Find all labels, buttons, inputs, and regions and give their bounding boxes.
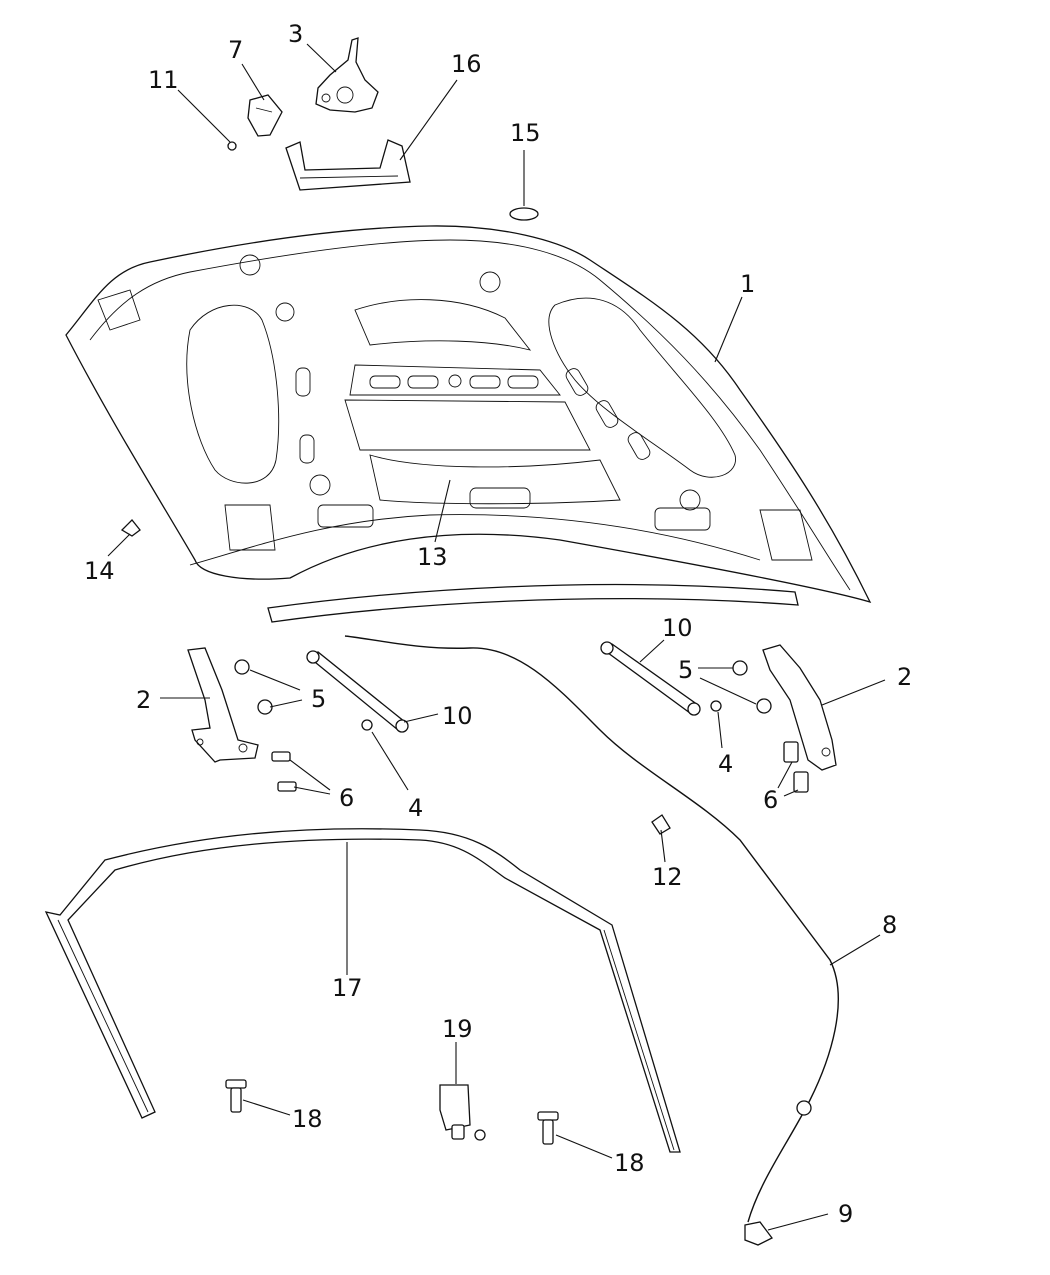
callout-labels: 1 2 2 3 4 4 5 5 6 6 7 8 9 10 10 11 12 13… [84, 20, 912, 1228]
hood-panel [65, 225, 872, 604]
push-pin-left [225, 1079, 247, 1113]
callout-6-left: 6 [339, 784, 354, 812]
plug [509, 207, 539, 221]
callout-9: 9 [838, 1200, 853, 1228]
nut-left-lower [257, 699, 273, 715]
callout-7: 7 [228, 36, 243, 64]
callout-12: 12 [652, 863, 683, 891]
callout-8: 8 [882, 911, 897, 939]
nut-left-upper [234, 659, 250, 675]
callout-15: 15 [510, 119, 541, 147]
release-cable [344, 635, 839, 1223]
hood-latch [315, 37, 379, 113]
callout-13: 13 [417, 543, 448, 571]
callout-2-left: 2 [136, 686, 151, 714]
bolt-left-upper [271, 751, 291, 762]
callout-6-right: 6 [763, 786, 778, 814]
callout-10-right: 10 [662, 614, 693, 642]
leader-lines [107, 43, 886, 1231]
callout-10-left: 10 [442, 702, 473, 730]
right-gas-strut [600, 641, 701, 716]
callout-4-right: 4 [718, 750, 733, 778]
cable-clip [651, 814, 671, 835]
callout-2-right: 2 [897, 663, 912, 691]
nut-right-upper [732, 660, 748, 676]
retainer [439, 1084, 486, 1141]
bolt-left-lower [277, 781, 297, 792]
bolt-right-lower [793, 771, 809, 793]
latch-striker-bracket [247, 94, 283, 137]
push-pin-right [537, 1111, 559, 1145]
callout-4-left: 4 [408, 794, 423, 822]
callout-17: 17 [332, 974, 363, 1002]
nut-right-lower [756, 698, 772, 714]
release-handle [744, 1221, 773, 1246]
bolt-right-upper [783, 741, 799, 763]
callout-14: 14 [84, 557, 115, 585]
callout-1: 1 [740, 270, 755, 298]
clip [120, 519, 141, 537]
callout-3: 3 [288, 20, 303, 48]
ball-stud-right [710, 700, 722, 712]
callout-18-left: 18 [292, 1105, 323, 1133]
small-bolt [227, 141, 237, 151]
callout-19: 19 [442, 1015, 473, 1043]
ball-stud-left [361, 719, 373, 731]
callout-16: 16 [451, 50, 482, 78]
front-seal-strip [267, 583, 799, 623]
callout-5-right: 5 [678, 656, 693, 684]
callout-11: 11 [148, 66, 179, 94]
hood-seal [44, 828, 681, 1153]
left-hinge [187, 647, 259, 763]
callout-18-right: 18 [614, 1149, 645, 1177]
right-hinge [762, 644, 837, 771]
callout-5-left: 5 [311, 685, 326, 713]
latch-support-bracket [285, 139, 411, 191]
